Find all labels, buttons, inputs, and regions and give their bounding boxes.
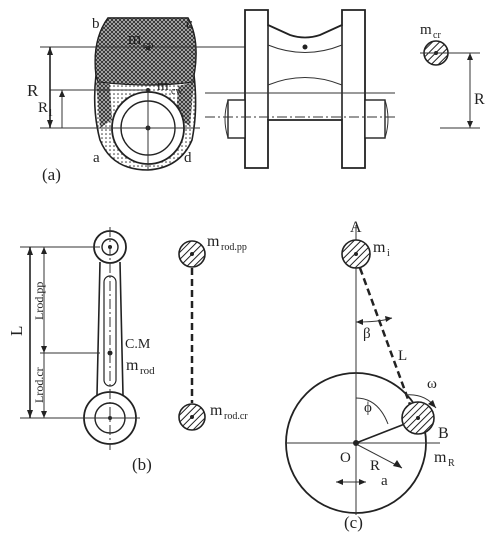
label-L-c: L: [398, 348, 407, 364]
label-R1: R: [38, 100, 48, 116]
label-m-rod: m: [126, 357, 139, 374]
label-a: a: [93, 150, 100, 166]
label-m-i-sub: i: [387, 248, 390, 259]
label-R1-sub: 1: [48, 108, 53, 119]
panel-c: A m i β L ω ϕ B O R a m R (c): [285, 219, 455, 532]
caption-b: (b): [132, 455, 152, 474]
label-m-i: m: [373, 239, 386, 256]
label-m-R-sub: R: [448, 458, 455, 469]
crankshaft-section: [205, 9, 395, 169]
label-m-rod-sub: rod: [140, 365, 155, 377]
label-R-right: R: [474, 91, 485, 108]
label-beta: β: [363, 326, 371, 342]
label-m-cw: m: [157, 78, 169, 94]
label-m-rod-cr: m: [210, 402, 223, 419]
caption-a: (a): [42, 165, 61, 184]
label-O: O: [340, 450, 351, 466]
connecting-rod: [80, 227, 140, 450]
label-m-rod-cr-sub: rod.cr: [224, 411, 248, 422]
label-A: A: [350, 219, 362, 236]
label-m-cr-sub: cr: [433, 30, 441, 41]
label-c: c: [186, 16, 193, 32]
label-B: B: [438, 425, 449, 442]
label-R-c: R: [370, 458, 380, 474]
label-R: R: [27, 81, 39, 100]
panel-a: b c a d R R 1 m cp m cw m cr R (a): [27, 9, 485, 184]
connecting-rod-line: [358, 267, 414, 411]
panel-b: L Lrod.pp Lrod.cr C.M m rod m rod.pp m r…: [7, 227, 248, 474]
label-m-rod-pp: m: [207, 233, 220, 250]
label-a-c: a: [381, 473, 388, 489]
label-L-rod-pp: Lrod.pp: [32, 282, 46, 320]
label-phi: ϕ: [364, 400, 372, 416]
label-CM: C.M: [125, 337, 151, 352]
label-m-cw-sub: cw: [171, 86, 183, 97]
label-d: d: [184, 150, 192, 166]
label-m-cp-sub: cp: [143, 39, 154, 51]
label-m-cr: m: [420, 22, 432, 38]
label-L-rod-cr: Lrod.cr: [32, 367, 46, 403]
label-b: b: [92, 16, 100, 32]
label-m-R: m: [434, 449, 447, 466]
label-m-rod-pp-sub: rod.pp: [221, 242, 247, 253]
phi-arc: [355, 397, 389, 425]
crank-web: [93, 17, 197, 171]
label-m-cp: m: [128, 29, 141, 48]
label-L: L: [7, 326, 26, 336]
label-omega: ω: [427, 376, 437, 392]
caption-c: (c): [344, 513, 363, 532]
